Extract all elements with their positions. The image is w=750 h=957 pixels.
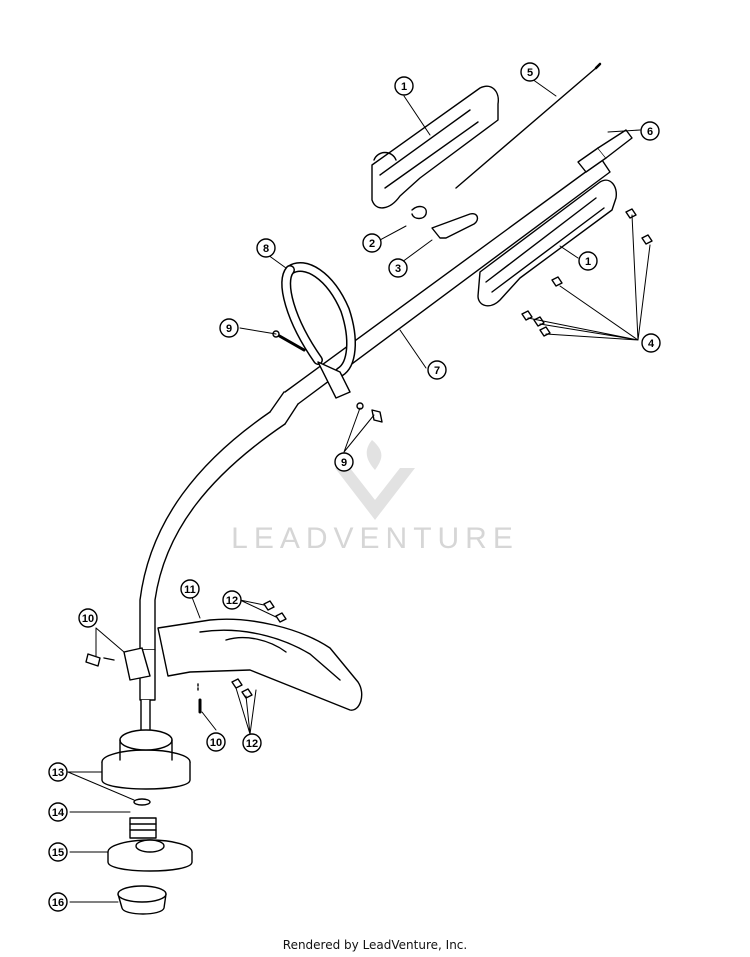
assist-handle (281, 261, 356, 399)
spring (129, 817, 157, 839)
shield-bolt (197, 683, 202, 714)
callout-15: 15 (48, 842, 68, 862)
svg-text:7: 7 (434, 365, 440, 377)
svg-text:4: 4 (648, 338, 655, 350)
svg-text:1: 1 (585, 256, 591, 268)
callout-6: 6 (640, 121, 660, 141)
svg-text:9: 9 (341, 457, 347, 469)
callout-12b: 12 (242, 733, 262, 753)
svg-text:10: 10 (210, 737, 222, 749)
guard-shield (157, 618, 363, 711)
callout-7: 7 (427, 360, 447, 380)
wing-nut (356, 402, 383, 423)
callout-10b: 10 (206, 732, 226, 752)
callout-3: 3 (388, 258, 408, 278)
callout-10a: 10 (78, 608, 98, 628)
shield-screws (231, 600, 287, 699)
throttle-cable (455, 62, 602, 189)
svg-text:8: 8 (263, 243, 269, 255)
throttle-trigger (431, 212, 479, 239)
upper-shaft (284, 129, 633, 405)
washer (133, 798, 151, 806)
svg-text:9: 9 (226, 323, 232, 335)
drive-hub (101, 729, 191, 790)
callout-16: 16 (48, 892, 68, 912)
leader-lines (67, 78, 651, 903)
svg-text:15: 15 (52, 847, 64, 859)
callout-11: 11 (180, 579, 200, 599)
handle-half-upper (371, 85, 499, 209)
trigger-spring (411, 205, 427, 220)
watermark-logo-icon (335, 440, 415, 520)
spool (107, 839, 193, 872)
callout-2: 2 (362, 233, 382, 253)
callout-13: 13 (48, 762, 68, 782)
callout-12a: 12 (222, 590, 242, 610)
callout-1a: 1 (394, 76, 414, 96)
svg-text:1: 1 (401, 81, 407, 93)
wing-nut-lower (85, 653, 115, 667)
svg-text:2: 2 (369, 238, 375, 250)
callout-1b: 1 (578, 251, 598, 271)
svg-text:11: 11 (184, 584, 196, 596)
callout-4: 4 (641, 333, 661, 353)
svg-text:10: 10 (82, 613, 94, 625)
svg-text:3: 3 (395, 263, 401, 275)
svg-text:14: 14 (52, 807, 65, 819)
bump-knob (117, 885, 167, 915)
svg-text:6: 6 (647, 126, 653, 138)
svg-text:12: 12 (246, 738, 258, 750)
callout-9b: 9 (334, 452, 354, 472)
watermark-text: LEADVENTURE (231, 522, 519, 555)
svg-text:12: 12 (226, 595, 238, 607)
svg-text:5: 5 (527, 67, 533, 79)
curved-shaft (139, 391, 299, 741)
callout-14: 14 (48, 802, 68, 822)
callout-8: 8 (256, 238, 276, 258)
callout-5: 5 (520, 62, 540, 82)
svg-text:16: 16 (52, 897, 64, 909)
handle-half-lower (477, 179, 617, 307)
callout-9a: 9 (219, 318, 239, 338)
svg-text:13: 13 (52, 767, 64, 779)
shield-bracket (123, 647, 151, 681)
footer-credit: Rendered by LeadVenture, Inc. (282, 938, 468, 952)
